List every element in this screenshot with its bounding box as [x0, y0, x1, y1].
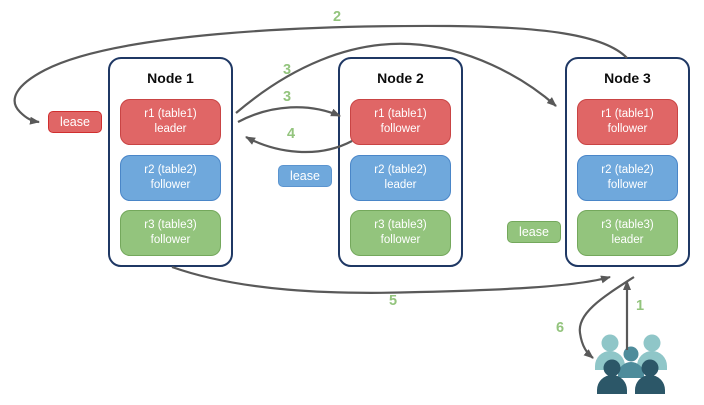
arrow-3-node1-to-node2-r1 [237, 106, 341, 123]
replica-name: r3 (table3) [601, 219, 654, 232]
step-label-5: 5 [389, 293, 398, 309]
replica-role: leader [154, 123, 187, 135]
node-2-box: Node 2 r1 (table1) follower r2 (table2) … [338, 57, 463, 267]
replica-name: r3 (table3) [374, 219, 427, 232]
node2-replica-r3: r3 (table3) follower [350, 210, 451, 256]
step-label-6: 6 [556, 320, 565, 336]
step-label-3b: 3 [283, 89, 292, 105]
step-label-1: 1 [636, 298, 645, 314]
replica-name: r1 (table1) [374, 108, 427, 121]
replica-name: r1 (table1) [601, 108, 654, 121]
node3-replica-r1: r1 (table1) follower [577, 99, 678, 145]
arrow-5-node1-to-node3 [171, 265, 611, 294]
node3-replica-r2: r2 (table2) follower [577, 155, 678, 201]
replica-name: r2 (table2) [601, 164, 654, 177]
lease-badge-table3: lease [507, 221, 561, 243]
replica-role: leader [611, 234, 644, 246]
replica-role: follower [380, 123, 421, 135]
arrow-2-node3-to-lease1 [13, 24, 628, 125]
node-3-title: Node 3 [604, 70, 651, 86]
replica-role: leader [384, 179, 417, 191]
users-group-icon [595, 334, 667, 394]
step-label-4: 4 [287, 126, 296, 142]
node-2-title: Node 2 [377, 70, 424, 86]
node2-replica-r2: r2 (table2) leader [350, 155, 451, 201]
node2-replica-r1: r1 (table1) follower [350, 99, 451, 145]
step-label-2: 2 [333, 9, 342, 25]
lease-badge-table2: lease [278, 165, 332, 187]
node-1-box: Node 1 r1 (table1) leader r2 (table2) fo… [108, 57, 233, 267]
node1-replica-r2: r2 (table2) follower [120, 155, 221, 201]
arrow-6-node3-to-users [578, 276, 635, 359]
step-label-3a: 3 [283, 62, 292, 78]
replica-name: r1 (table1) [144, 108, 197, 121]
node3-replica-r3: r3 (table3) leader [577, 210, 678, 256]
replica-name: r2 (table2) [144, 164, 197, 177]
replica-role: follower [380, 234, 421, 246]
node1-replica-r3: r3 (table3) follower [120, 210, 221, 256]
replica-role: follower [607, 179, 648, 191]
node-3-box: Node 3 r1 (table1) follower r2 (table2) … [565, 57, 690, 267]
lease-badge-table1: lease [48, 111, 102, 133]
replica-role: follower [150, 234, 191, 246]
node1-replica-r1: r1 (table1) leader [120, 99, 221, 145]
arrow-4-node2-to-node1-r1 [245, 136, 353, 154]
replica-name: r2 (table2) [374, 164, 427, 177]
node-1-title: Node 1 [147, 70, 194, 86]
replica-role: follower [150, 179, 191, 191]
replica-role: follower [607, 123, 648, 135]
replica-name: r3 (table3) [144, 219, 197, 232]
